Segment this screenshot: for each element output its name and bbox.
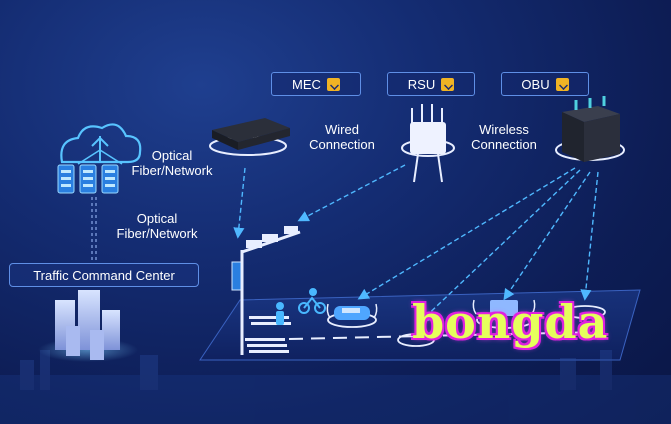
obu-tag: OBU: [501, 72, 589, 96]
city-background: [0, 350, 671, 424]
rsu-device-icon: [401, 104, 455, 183]
check-badge-icon: [555, 77, 569, 91]
fiber-network-label-mid: Optical Fiber/Network: [116, 211, 198, 241]
wireless-connection-label: Wireless Connection: [471, 122, 537, 152]
check-badge-icon: [326, 77, 340, 91]
pedestrian-icon: [276, 302, 284, 325]
vehicle-4-icon: [564, 305, 606, 319]
car-icon: [327, 306, 377, 328]
wired-connection-label: Wired Connection: [309, 122, 375, 152]
cloud-network-icon: [60, 123, 142, 165]
vehicle-2-icon: [397, 333, 435, 347]
mec-label: MEC: [292, 76, 321, 92]
traffic-command-center-label: Traffic Command Center: [9, 263, 199, 287]
watermark: bongda: [412, 295, 609, 349]
obu-device-icon: [555, 96, 625, 162]
command-center-buildings-icon: [38, 290, 138, 362]
check-badge-icon: [441, 77, 455, 91]
road-lane-line: [244, 331, 601, 341]
cyclist-icon: [298, 288, 326, 314]
mec-tag: MEC: [271, 72, 361, 96]
fiber-network-label-top: Optical Fiber/Network: [131, 148, 213, 178]
obu-label: OBU: [521, 76, 550, 92]
rsu-tag: RSU: [387, 72, 475, 96]
crosswalk: [245, 316, 291, 353]
wifi-signal-icon: [326, 299, 536, 319]
server-rack-icon: [57, 164, 119, 194]
mec-device-icon: [209, 118, 290, 156]
connection-arrows: [233, 164, 599, 324]
truck-icon: [476, 300, 534, 329]
traffic-pole-icon: [231, 226, 301, 355]
rsu-label: RSU: [407, 76, 436, 92]
